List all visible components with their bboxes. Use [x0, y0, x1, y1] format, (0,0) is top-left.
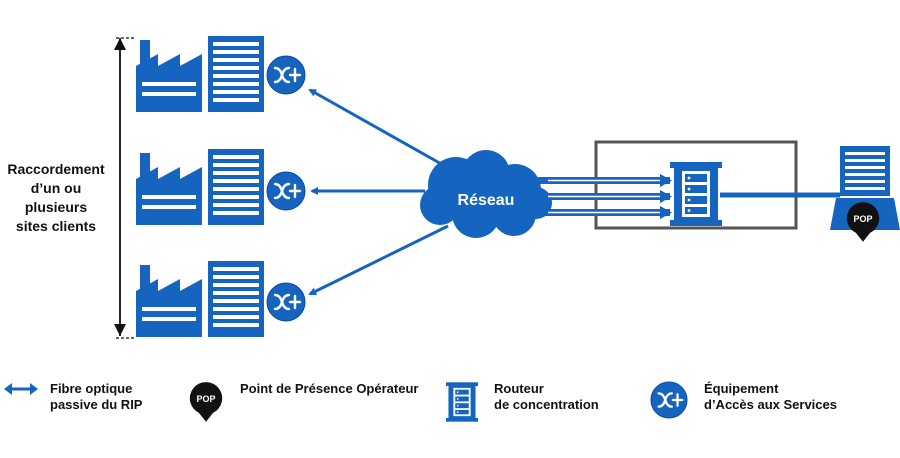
factory-icon	[136, 40, 202, 112]
legend-fibre-label: Fibre optique passive du RIP	[50, 381, 143, 412]
factory-icon	[136, 153, 202, 225]
pop-building	[830, 146, 900, 230]
access-equipment-icon	[266, 171, 306, 211]
legend-pop-icon: POP	[189, 382, 223, 422]
site-range-bracket	[114, 37, 134, 339]
legend-fibre-icon	[4, 383, 38, 395]
legend-router-icon	[446, 382, 478, 422]
pop-badge: POP	[846, 202, 880, 242]
access-equipment-icon	[266, 55, 306, 95]
cloud-label: Réseau	[458, 192, 515, 209]
building-icon	[208, 149, 264, 225]
legend-pop-label: Point de Présence Opérateur	[240, 381, 419, 396]
factory-icon	[136, 265, 202, 337]
legend-equipment-label: Équipement d’Accès aux Services	[704, 381, 837, 412]
pop-badge-label: POP	[853, 214, 872, 224]
fibre-links-clients	[308, 88, 453, 296]
side-label-line-3: sites clients	[15, 218, 97, 234]
side-label: Raccordement d’un ou plusieurs sites cli…	[0, 160, 112, 236]
legend-pop-badge-label: POP	[196, 394, 215, 404]
side-label-line-2: d’un ou plusieurs	[24, 180, 88, 215]
legend-equipment-icon	[650, 381, 688, 419]
access-equipment-icon	[266, 282, 306, 322]
client-site-3	[136, 261, 306, 337]
building-icon	[208, 261, 264, 337]
legend-router-label: Routeur de concentration	[494, 381, 599, 412]
fibre-links-router	[538, 174, 672, 219]
building-icon	[208, 36, 264, 112]
client-site-2	[136, 149, 306, 225]
network-cloud: Réseau	[420, 150, 552, 238]
pop-frame	[594, 140, 798, 230]
side-label-line-1: Raccordement	[7, 161, 105, 177]
client-site-1	[136, 36, 306, 112]
concentration-router-icon	[670, 162, 722, 226]
